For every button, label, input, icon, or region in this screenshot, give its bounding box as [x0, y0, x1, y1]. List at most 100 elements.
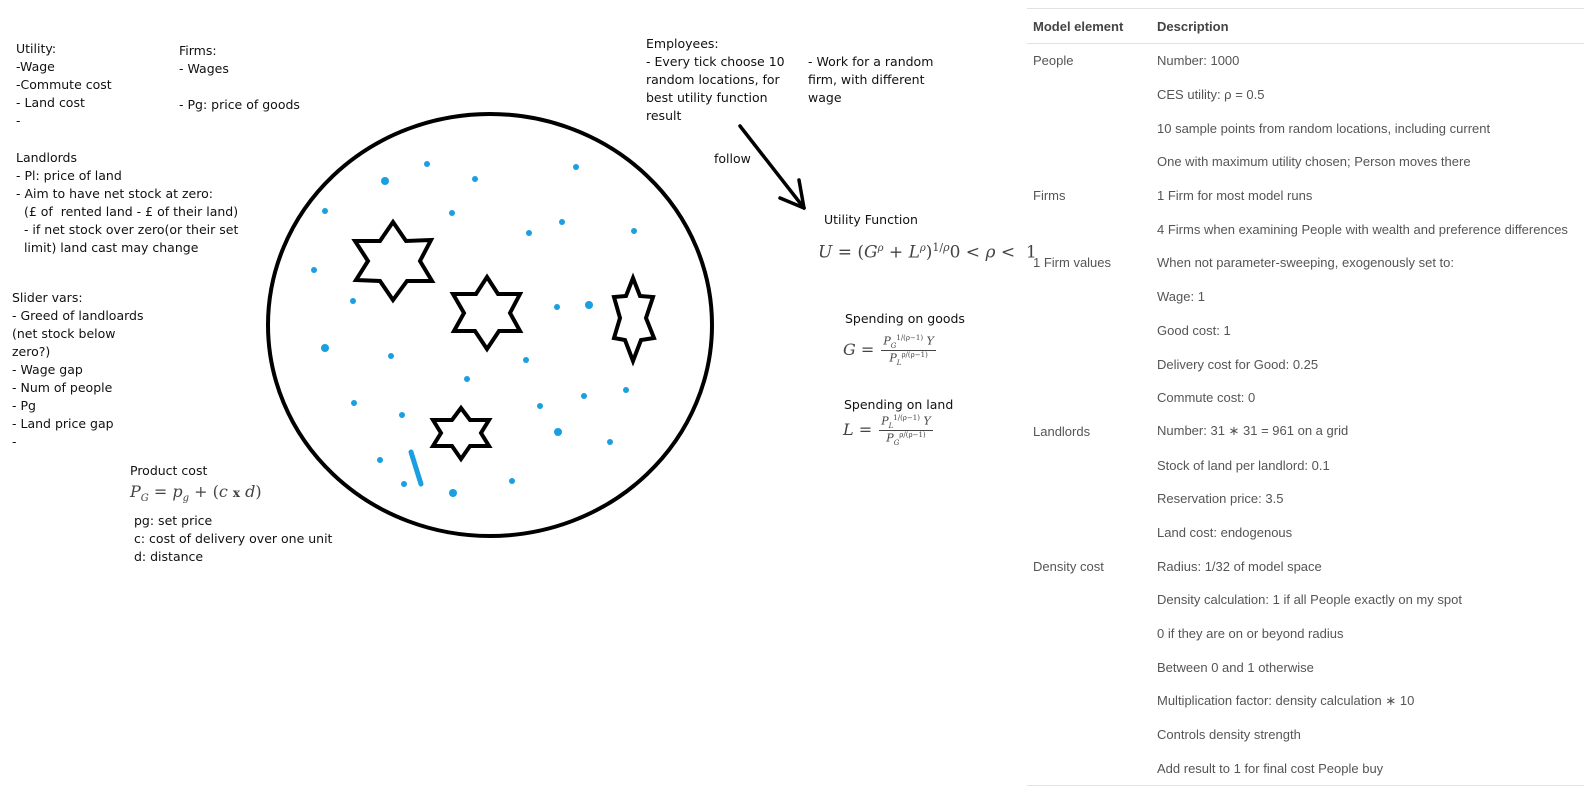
spending-goods-title: Spending on goods [845, 311, 965, 326]
slider-vars-note: Slider vars: - Greed of landloards (net … [12, 290, 144, 449]
person-dot [449, 489, 457, 497]
row-description: 4 Firms when examining People with wealt… [1157, 221, 1568, 237]
firm-star [611, 272, 657, 367]
row-description: Multiplication factor: density calculati… [1157, 692, 1415, 708]
row-element: Density cost [1033, 558, 1104, 574]
person-dot [449, 210, 455, 216]
people-dots [311, 161, 637, 497]
person-dot [526, 230, 532, 236]
row-description: One with maximum utility chosen; Person … [1157, 154, 1471, 170]
person-dot [381, 177, 389, 185]
table-row: One with maximum utility chosen; Person … [1027, 145, 1584, 179]
spending-land-title: Spending on land [844, 397, 954, 412]
blue-stroke [408, 449, 424, 487]
follow-label: follow [714, 151, 751, 166]
row-description: When not parameter-sweeping, exogenously… [1157, 255, 1455, 271]
person-dot [351, 400, 357, 406]
row-description: Density calculation: 1 if all People exa… [1157, 592, 1462, 608]
person-dot [559, 219, 565, 225]
table-row: Multiplication factor: density calculati… [1027, 684, 1584, 718]
row-description: 1 Firm for most model runs [1157, 188, 1313, 204]
table-row: Density cost Radius: 1/32 of model space [1027, 549, 1584, 583]
firm-star [429, 404, 493, 463]
row-description: CES utility: ρ = 0.5 [1157, 87, 1265, 103]
utility-formula: U = (Gρ + Lρ)1/ρ0 < ρ < 1 [818, 241, 1037, 263]
row-element: People [1033, 53, 1074, 69]
person-dot [321, 344, 329, 352]
header-description: Description [1157, 18, 1229, 34]
row-description: Land cost: endogenous [1157, 524, 1293, 540]
person-dot [631, 228, 637, 234]
firms-note: Firms: - Wages - Pg: price of goods [179, 43, 300, 112]
person-dot [607, 439, 613, 445]
person-dot [523, 357, 529, 363]
row-element: 1 Firm values [1033, 255, 1112, 271]
product-cost-legend: pg: set price c: cost of delivery over o… [134, 513, 333, 564]
person-dot [585, 301, 593, 309]
work-note: - Work for a random firm, with different… [808, 54, 934, 105]
person-dot [424, 161, 430, 167]
table-row: Landlords Number: 31 ∗ 31 = 961 on a grid [1027, 415, 1584, 449]
product-cost-title: Product cost [130, 463, 208, 478]
goods-formula: G = PG1/(ρ−1) Y PLρ/(ρ−1) [843, 334, 936, 367]
row-description: Commute cost: 0 [1157, 390, 1256, 406]
utility-function-title: Utility Function [824, 212, 918, 227]
row-description: Good cost: 1 [1157, 322, 1231, 338]
town-boundary-circle [266, 112, 714, 538]
table-row: Wage: 1 [1027, 280, 1584, 314]
row-description: Between 0 and 1 otherwise [1157, 659, 1314, 675]
row-description: Delivery cost for Good: 0.25 [1157, 356, 1319, 372]
firm-star [449, 273, 524, 353]
table-row: CES utility: ρ = 0.5 [1027, 78, 1584, 112]
person-dot [464, 376, 470, 382]
utility-note: Utility: -Wage -Commute cost - Land cost… [16, 41, 112, 128]
person-dot [554, 304, 560, 310]
row-element: Landlords [1033, 423, 1091, 439]
table-row: Controls density strength [1027, 718, 1584, 752]
landlords-note: Landlords - Pl: price of land - Aim to h… [16, 150, 239, 255]
row-description: Add result to 1 for final cost People bu… [1157, 760, 1384, 776]
employees-note: Employees: - Every tick choose 10 random… [646, 36, 785, 123]
table-row: Good cost: 1 [1027, 314, 1584, 348]
person-dot [573, 164, 579, 170]
person-dot [388, 353, 394, 359]
table-row: Stock of land per landlord: 0.1 [1027, 448, 1584, 482]
person-dot [377, 457, 383, 463]
row-description: Controls density strength [1157, 727, 1301, 743]
row-description: Reservation price: 3.5 [1157, 491, 1284, 507]
table-row: Land cost: endogenous [1027, 516, 1584, 550]
arrow-icon [738, 124, 806, 210]
row-description: 10 sample points from random locations, … [1157, 120, 1491, 136]
row-element: Firms [1033, 188, 1066, 204]
product-cost-formula: PG = pg + (c x d) [130, 482, 262, 505]
table-row: Add result to 1 for final cost People bu… [1027, 751, 1584, 785]
person-dot [322, 208, 328, 214]
table-row: People Number: 1000 [1027, 44, 1584, 78]
table-row: 10 sample points from random locations, … [1027, 111, 1584, 145]
table-row: Commute cost: 0 [1027, 381, 1584, 415]
header-model-element: Model element [1033, 18, 1124, 34]
person-dot [509, 478, 515, 484]
town-sketch [266, 112, 806, 538]
row-description: 0 if they are on or beyond radius [1157, 626, 1344, 642]
row-description: Radius: 1/32 of model space [1157, 558, 1322, 574]
table-row: 0 if they are on or beyond radius [1027, 617, 1584, 651]
table-row: Between 0 and 1 otherwise [1027, 650, 1584, 684]
person-dot [554, 428, 562, 436]
person-dot [581, 393, 587, 399]
row-description: Number: 1000 [1157, 53, 1240, 69]
row-description: Wage: 1 [1157, 289, 1205, 305]
person-dot [537, 403, 543, 409]
table-header: Model element Description [1027, 9, 1584, 44]
row-description: Number: 31 ∗ 31 = 961 on a grid [1157, 423, 1349, 439]
person-dot [623, 387, 629, 393]
table-row: Delivery cost for Good: 0.25 [1027, 347, 1584, 381]
person-dot [401, 481, 407, 487]
person-dot [311, 267, 317, 273]
table-row: 1 Firm values When not parameter-sweeping… [1027, 246, 1584, 280]
land-formula: L = PL1/(ρ−1) Y PGρ/(ρ−1) [843, 414, 933, 447]
person-dot [350, 298, 356, 304]
table-row: Firms 1 Firm for most model runs [1027, 179, 1584, 213]
